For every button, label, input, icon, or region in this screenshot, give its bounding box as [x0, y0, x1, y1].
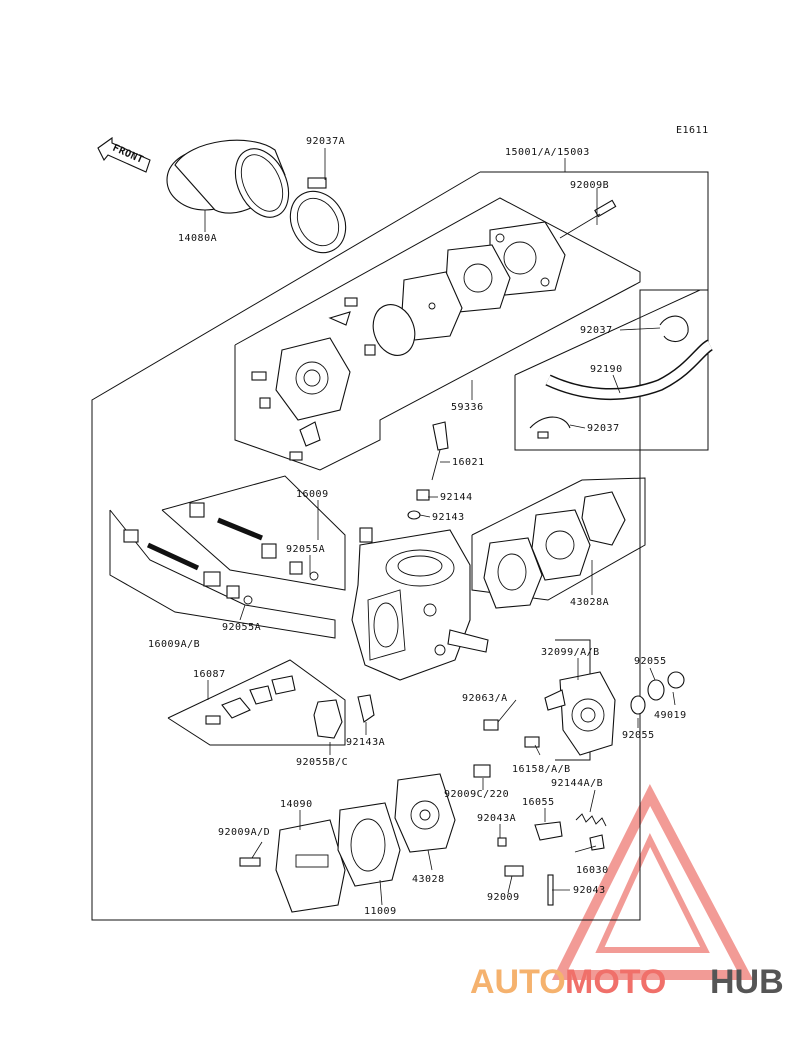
hose-clamp-large — [289, 177, 347, 254]
spring-92144AB — [575, 813, 607, 827]
label-11009: 11009 — [364, 906, 397, 917]
label-92143A: 92143A — [346, 737, 385, 748]
label-92009AD: 92009A/D — [218, 827, 270, 838]
label-16021: 16021 — [452, 457, 485, 468]
label-14080A: 14080A — [178, 233, 217, 244]
label-92009: 92009 — [487, 892, 520, 903]
label-92055A-lower: 92055A — [222, 622, 261, 633]
watermark-text: AUTO MOTO HUB — [470, 963, 784, 1001]
label-16158: 16158/A/B — [512, 764, 571, 775]
label-16009: 16009 — [296, 489, 329, 500]
screws-lower — [239, 719, 540, 877]
pump-gaskets-43028A — [483, 491, 626, 609]
label-16055: 16055 — [522, 797, 555, 808]
label-92055-upper: 92055 — [634, 656, 667, 667]
inlet-needle — [407, 421, 449, 520]
label-92190: 92190 — [590, 364, 623, 375]
lever-16055 — [534, 821, 563, 841]
label-14090: 14090 — [280, 799, 313, 810]
accelerator-pump-cover — [544, 671, 616, 756]
label-92043: 92043 — [573, 885, 606, 896]
pump-cover-14090 — [275, 819, 346, 913]
pump-seal-ring — [372, 304, 416, 356]
watermark-moto: MOTO — [565, 963, 666, 1001]
choke-parts — [205, 675, 296, 725]
label-16030: 16030 — [576, 865, 609, 876]
diaphragm-43028 — [394, 773, 456, 853]
label-16009AB: 16009A/B — [148, 639, 200, 650]
leader-lines — [207, 158, 676, 906]
intake-boot — [166, 139, 290, 218]
watermark-hub: HUB — [710, 963, 784, 1001]
label-92043A: 92043A — [477, 813, 516, 824]
label-32099: 32099/A/B — [541, 647, 600, 658]
gasket-11009 — [337, 802, 401, 887]
pump-screws — [251, 199, 617, 461]
choke-lever-cover — [313, 694, 375, 739]
o-rings-92055 — [630, 671, 685, 715]
label-15001: 15001/A/15003 — [505, 147, 590, 158]
part-labels: 14080A 92037A 15001/A/15003 92009B 92037… — [148, 136, 687, 917]
carburetor-body — [351, 527, 489, 681]
label-92037A: 92037A — [306, 136, 345, 147]
label-43028A: 43028A — [570, 597, 609, 608]
hose-clamp-small — [529, 315, 689, 439]
diagram-code: E1611 — [676, 125, 709, 136]
label-92037-lower: 92037 — [587, 423, 620, 434]
label-92144AB: 92144A/B — [551, 778, 603, 789]
pump-body — [275, 337, 351, 421]
watermark-auto: AUTO — [470, 963, 566, 1001]
label-92063: 92063/A — [462, 693, 508, 704]
label-16087: 16087 — [193, 669, 226, 680]
label-92009B: 92009B — [570, 180, 609, 191]
label-92055-lower: 92055 — [622, 730, 655, 741]
label-92009C: 92009C/220 — [444, 789, 509, 800]
label-92144: 92144 — [440, 492, 473, 503]
label-92055A-upper: 92055A — [286, 544, 325, 555]
mixture-screws — [123, 502, 319, 605]
label-43028: 43028 — [412, 874, 445, 885]
fuel-hose — [545, 339, 714, 400]
label-92055BC: 92055B/C — [296, 757, 348, 768]
label-59336: 59336 — [451, 402, 484, 413]
label-92037-upper: 92037 — [580, 325, 613, 336]
front-arrow-icon: FRONT — [97, 136, 151, 173]
watermark-logo — [551, 784, 754, 980]
label-49019: 49019 — [654, 710, 687, 721]
label-92143: 92143 — [432, 512, 465, 523]
